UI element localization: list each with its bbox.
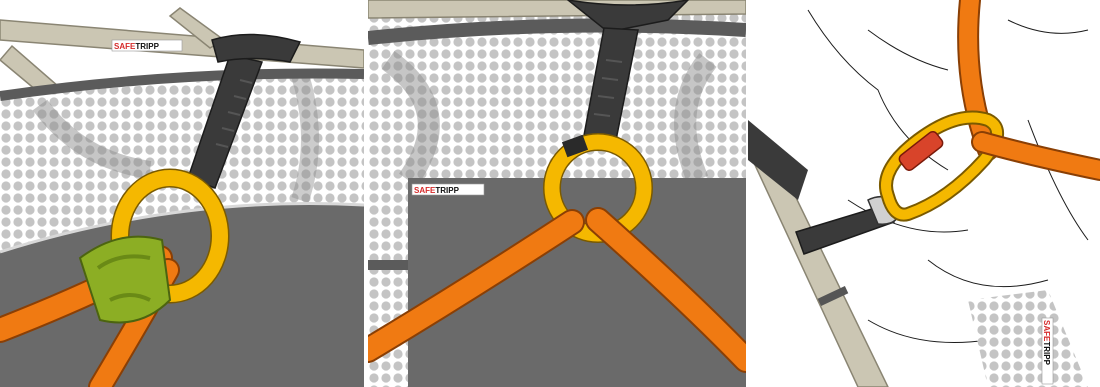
mat-edge (0, 202, 364, 254)
rope (587, 209, 746, 371)
brand-logo: SAFETRIPP (414, 186, 460, 195)
brand-logo-vertical: SAFETRIPP (1041, 317, 1054, 385)
panel-ring-rope-junction: SAFETRIPP (368, 0, 746, 387)
strap-anchor (566, 0, 690, 33)
brand-logo: SAFETRIPP (1042, 320, 1051, 366)
panel-2-illustration: SAFETRIPP (368, 0, 746, 387)
suspension-strap (187, 54, 264, 189)
mat-edge (368, 260, 408, 270)
rope (973, 133, 1100, 179)
trampoline-mat (408, 178, 746, 387)
frame-tube (368, 0, 746, 19)
strap-stitching (215, 79, 253, 148)
carabiner-gate-lock (898, 131, 944, 171)
frame-tube (168, 7, 226, 49)
panel-3-illustration: SAFETRIPP (748, 0, 1100, 387)
net-seam (674, 53, 717, 185)
panel-ring-with-clamp: SAFETRIPP (0, 0, 364, 387)
clamp-detail (109, 293, 151, 302)
brand-logo-plate (111, 39, 183, 52)
net-edge-webbing (368, 18, 746, 45)
net-seam (32, 99, 152, 179)
brand-logo-plate (1041, 317, 1054, 385)
net-edge-webbing (748, 120, 808, 200)
panel-1-illustration: SAFETRIPP (0, 0, 364, 387)
net-seam (291, 72, 319, 203)
strap-loop (561, 134, 589, 158)
panel-carabiner-attachment: SAFETRIPP (748, 0, 1100, 387)
brand-logo: SAFETRIPP (114, 42, 160, 51)
brand-logo-plate (411, 183, 485, 196)
rope (368, 211, 583, 361)
strap-anchor (211, 33, 302, 63)
net-seam (381, 51, 440, 187)
pole-band (817, 286, 849, 306)
clamp-detail (96, 254, 151, 270)
net-edge-webbing (0, 68, 364, 101)
strap-stitching (593, 59, 623, 117)
safety-net (968, 290, 1088, 387)
